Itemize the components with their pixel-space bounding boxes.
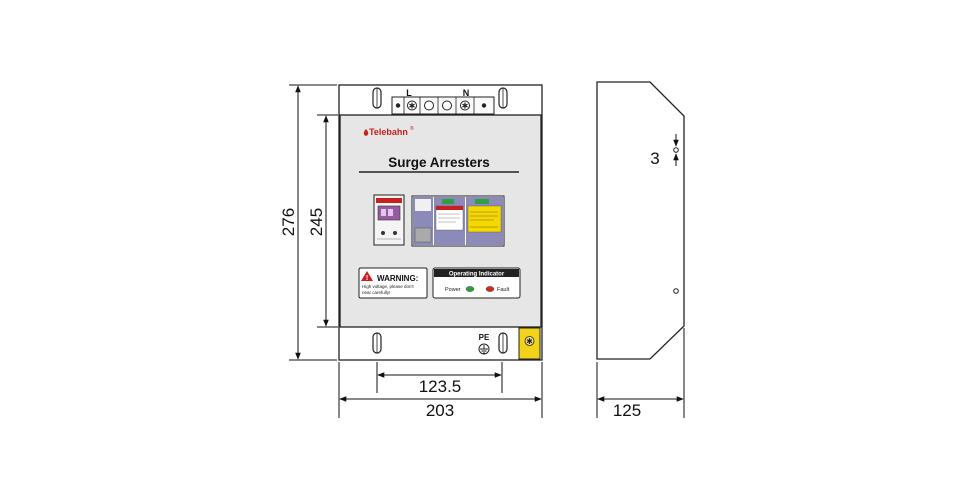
status-window xyxy=(442,199,454,204)
counter-button-icon xyxy=(393,231,397,235)
svg-text:✱: ✱ xyxy=(462,102,469,111)
counter-button-icon xyxy=(381,231,385,235)
dim-side-depth: 125 xyxy=(613,401,641,420)
pe-label: PE xyxy=(479,333,490,342)
operating-indicator-panel: Operating Indicator Power Fault xyxy=(432,267,521,299)
module-label xyxy=(467,205,502,233)
arrester-module-group xyxy=(411,195,505,247)
terminal-n-label: N xyxy=(463,88,470,98)
terminal-screw-icon xyxy=(481,103,487,108)
flame-icon xyxy=(363,129,369,136)
svg-text:✱: ✱ xyxy=(409,102,416,111)
dimension-lines-front xyxy=(289,84,543,418)
power-label: Power xyxy=(445,287,461,293)
dim-height-total: 276 xyxy=(279,208,298,236)
brand-name: Telebahn xyxy=(369,127,408,137)
fault-label: Fault xyxy=(497,287,510,293)
surge-counter-module xyxy=(373,194,405,246)
mount-slot-bottom-right xyxy=(498,332,508,354)
power-led-icon xyxy=(465,286,475,292)
mount-slot-top-right xyxy=(498,87,508,109)
terminal-screw-icon xyxy=(460,100,470,111)
status-window xyxy=(475,199,489,204)
indicator-title: Operating Indicator xyxy=(449,272,505,278)
front-view: L N ✱ ✱ Telebahn ® xyxy=(338,84,543,361)
mount-slot-bottom-left xyxy=(372,332,382,354)
terminal-screw-icon xyxy=(395,103,401,108)
dim-width-mount: 123.5 xyxy=(419,377,462,396)
dim-height-inner: 245 xyxy=(307,208,326,236)
terminal-screw-icon xyxy=(442,100,452,111)
side-profile xyxy=(596,81,685,360)
dim-side-gap: 3 xyxy=(650,149,659,168)
product-title: Surge Arresters xyxy=(388,155,490,170)
mount-slot-top-left xyxy=(372,87,382,109)
side-hole-top xyxy=(673,147,679,153)
warning-label: ! WARNING: High voltage, please don't ne… xyxy=(358,267,428,299)
brand-registered-mark: ® xyxy=(410,125,414,132)
terminal-screw-icon xyxy=(524,336,535,346)
terminal-screw-icon xyxy=(424,100,434,111)
svg-text:!: ! xyxy=(366,275,368,282)
svg-text:✱: ✱ xyxy=(526,337,533,346)
terminal-block: ✱ ✱ xyxy=(391,96,495,115)
warning-text-line2: near carefully! xyxy=(362,290,390,295)
ground-icon xyxy=(478,343,490,355)
warning-title: WARNING: xyxy=(377,274,418,283)
warning-triangle-icon xyxy=(361,271,373,281)
fault-led-icon xyxy=(485,286,495,292)
warning-text-line1: High voltage, please don't xyxy=(362,284,414,289)
side-view xyxy=(596,81,685,360)
dim-width-total: 203 xyxy=(426,401,454,420)
side-hole-bottom xyxy=(673,288,679,294)
terminal-screw-icon xyxy=(407,100,417,111)
brand-logo: Telebahn ® xyxy=(363,125,414,137)
dimension-lines-side xyxy=(596,134,685,418)
terminal-l-label: L xyxy=(406,88,412,98)
ground-terminal: ✱ xyxy=(518,327,541,360)
